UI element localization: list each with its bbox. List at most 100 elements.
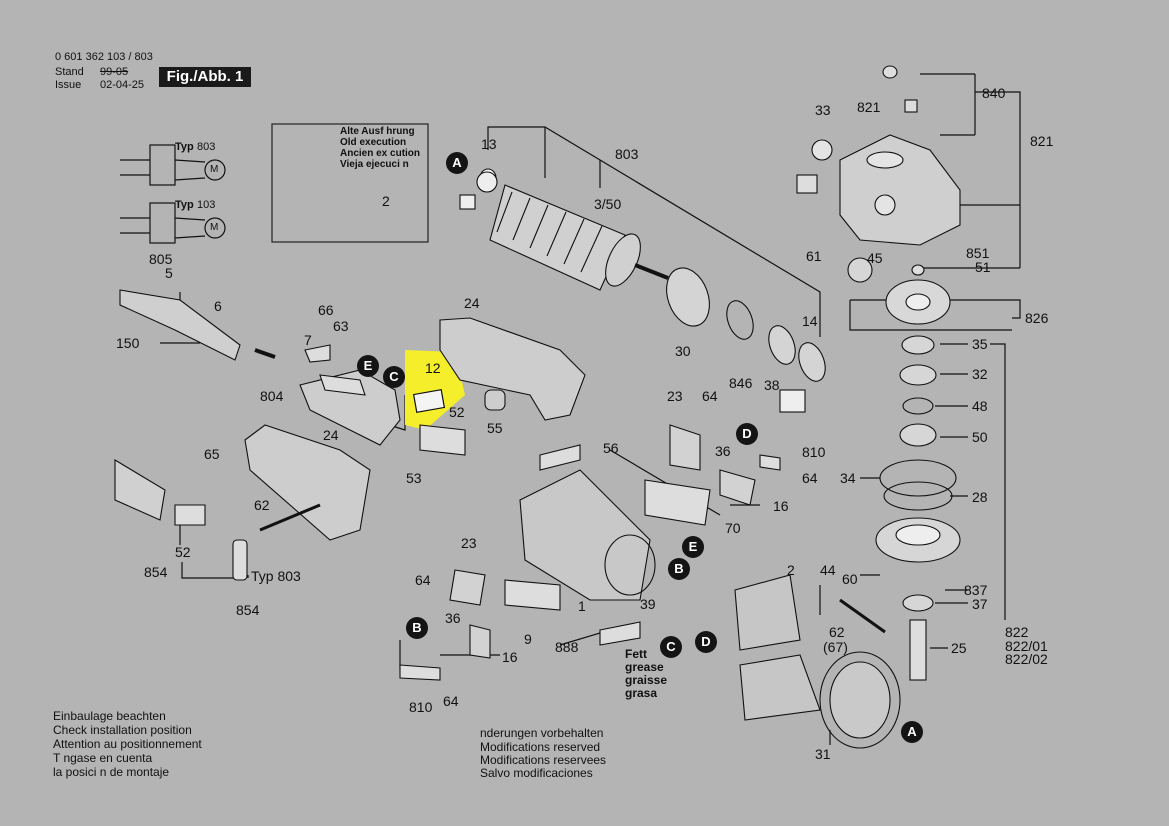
part-70: 70: [725, 520, 741, 536]
part-28: 28: [972, 489, 988, 505]
spindle-stack-drawing: [847, 257, 961, 681]
part-53: 53: [406, 470, 422, 486]
grease-line-1: Fett: [625, 647, 647, 661]
part-64-left: 64: [415, 572, 431, 588]
motor-symbol-1: M: [210, 164, 219, 175]
part-25: 25: [951, 640, 967, 656]
part-number: 0 601 362 103 / 803: [55, 51, 153, 63]
part-31: 31: [815, 746, 831, 762]
part-52-bottom: 52: [175, 544, 191, 560]
part-854-a: 854: [144, 564, 168, 580]
armature-drawing: [479, 168, 669, 291]
old-version-line-4: Vieja ejecuci n: [340, 159, 409, 170]
part-1: 1: [578, 598, 586, 614]
installation-note-2: Check installation position: [53, 723, 192, 737]
part-48: 48: [972, 398, 988, 414]
part-851: 851: [966, 245, 990, 261]
part-2-stator: 2: [787, 562, 795, 578]
badge-d-right: D: [736, 423, 758, 445]
part-23-top: 23: [667, 388, 683, 404]
part-3-50: 3/50: [594, 196, 622, 212]
part-62-left: 62: [254, 497, 270, 513]
badge-a-bottom: A: [901, 721, 923, 743]
badge-e-left: E: [357, 355, 379, 377]
part-12: 12: [425, 360, 441, 376]
part-821-a: 821: [857, 99, 881, 115]
modifications-note-2: Modifications reserved: [480, 740, 601, 754]
typ-label-1: Typ: [175, 141, 194, 153]
installation-note-3: Attention au positionnement: [53, 737, 202, 751]
part-888: 888: [555, 639, 579, 655]
part-45: 45: [867, 250, 883, 266]
badge-c-center: C: [660, 636, 682, 658]
part-36-top: 36: [715, 443, 731, 459]
part-33: 33: [815, 102, 831, 118]
motor-symbol-2: M: [210, 222, 219, 233]
part-32: 32: [972, 366, 988, 382]
gear-housing-drawing: [796, 65, 961, 325]
badge-a-top: A: [446, 152, 468, 174]
typ-value-103: 103: [197, 199, 216, 211]
part-854-b: 854: [236, 602, 260, 618]
part-822: 822: [1005, 624, 1029, 640]
figure-label: Fig./Abb. 1: [159, 67, 251, 87]
typ-value-803: 803: [197, 141, 216, 153]
issue-label: Issue: [55, 79, 82, 91]
part-64-right: 64: [802, 470, 818, 486]
badge-b-center: B: [668, 558, 690, 580]
part-50: 50: [972, 429, 988, 445]
part-810-bottom: 810: [409, 699, 433, 715]
part-52-top: 52: [449, 404, 465, 420]
stand-label: Stand: [55, 66, 84, 78]
installation-note-4: T ngase en cuenta: [53, 751, 153, 765]
part-56: 56: [603, 440, 619, 456]
part-30: 30: [675, 343, 691, 359]
modifications-note-4: Salvo modificaciones: [480, 766, 593, 780]
issue-value: 02-04-25: [100, 79, 145, 91]
typ-label-2: Typ: [175, 199, 194, 211]
part-24-top: 24: [464, 295, 480, 311]
part-822-01: 822/01: [1005, 638, 1048, 654]
installation-note-1: Einbaulage beachten: [53, 709, 166, 723]
installation-note-5: la posici n de montaje: [53, 765, 170, 779]
grease-line-4: grasa: [625, 686, 658, 700]
part-65: 65: [204, 446, 220, 462]
part-23-bottom: 23: [461, 535, 477, 551]
part-6: 6: [214, 298, 222, 314]
part-821-b: 821: [1030, 133, 1054, 149]
stand-value: 99-05: [100, 66, 129, 78]
part-14: 14: [802, 313, 818, 329]
part-36-bottom: 36: [445, 610, 461, 626]
grease-line-2: grease: [625, 660, 664, 674]
part-822-02: 822/02: [1005, 651, 1048, 667]
part-24-mid: 24: [323, 427, 339, 443]
badge-e-center: E: [682, 536, 704, 558]
part-16-top: 16: [773, 498, 789, 514]
old-version-line-1: Alte Ausf hrung: [340, 126, 415, 137]
part-61: 61: [806, 248, 822, 264]
grease-line-3: graisse: [625, 673, 668, 687]
part-2-old: 2: [382, 193, 390, 209]
part-62-right: 62: [829, 624, 845, 640]
badge-b-left: B: [406, 617, 428, 639]
badge-d-center: D: [695, 631, 717, 653]
part-803: 803: [615, 146, 639, 162]
part-9: 9: [524, 631, 532, 647]
part-51: 51: [975, 259, 991, 275]
part-837: 837: [964, 582, 988, 598]
old-version-line-2: Old execution: [340, 137, 407, 148]
part-37: 37: [972, 596, 988, 612]
part-64-top: 64: [702, 388, 718, 404]
handle-housing-drawing: [244, 317, 901, 749]
part-67: (67): [823, 639, 848, 655]
part-840: 840: [982, 85, 1006, 101]
part-5: 5: [165, 265, 173, 281]
part-846: 846: [729, 375, 753, 391]
part-66: 66: [318, 302, 334, 318]
typ-803-bottom: Typ 803: [251, 568, 301, 584]
part-826: 826: [1025, 310, 1049, 326]
part-44: 44: [820, 562, 836, 578]
part-805: 805: [149, 251, 173, 267]
